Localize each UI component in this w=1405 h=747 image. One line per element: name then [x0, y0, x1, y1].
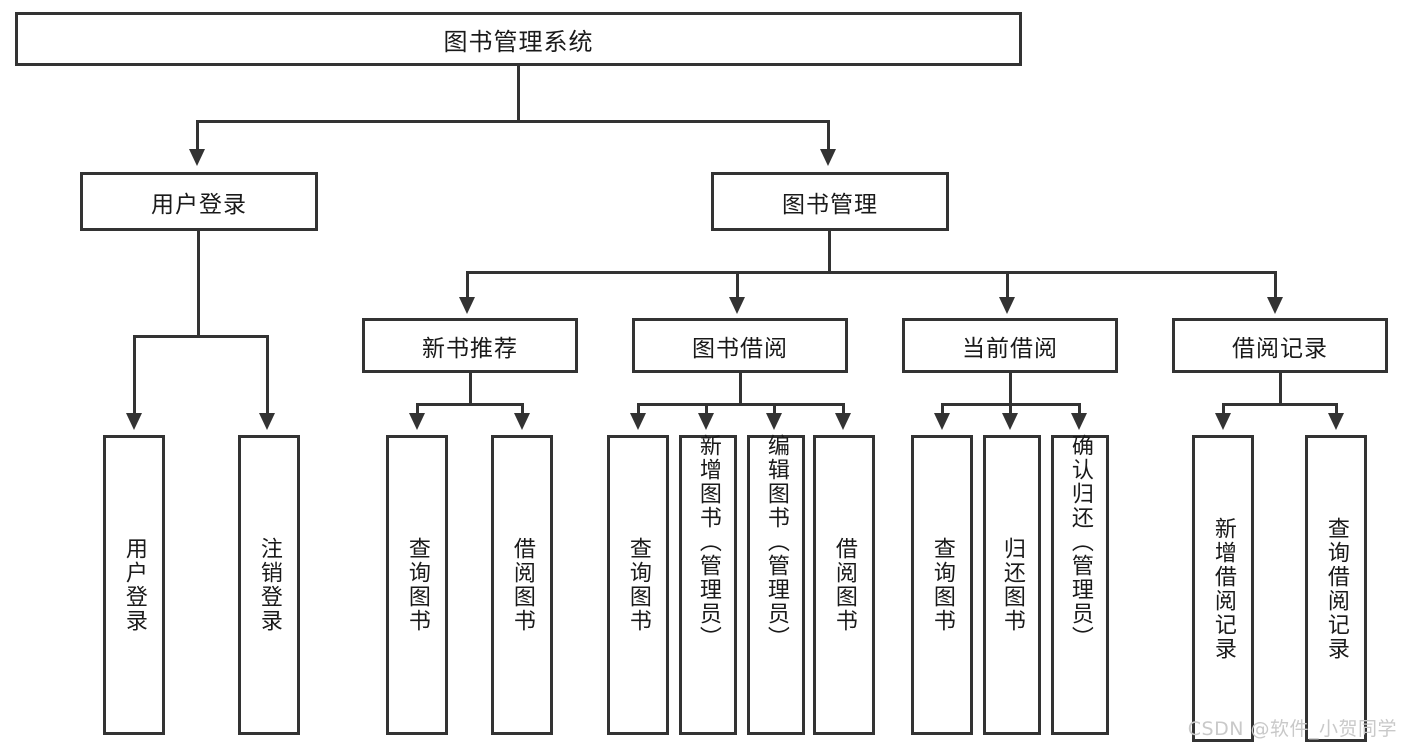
connector-user-login-bus — [133, 335, 266, 338]
connector-drop-cb-leaf-2 — [1009, 403, 1012, 415]
connector-drop-cb-leaf-1 — [941, 403, 944, 415]
connector-drop-cb-leaf-3 — [1078, 403, 1081, 415]
connector-drop-br-leaf-2 — [1335, 403, 1338, 415]
connector-new-book-recommend-stem — [469, 373, 472, 405]
connector-drop-new-book-recommend — [466, 271, 469, 299]
connector-user-login-stem — [197, 231, 200, 337]
leaf-cb-confirm-return-admin[interactable]: 确认归还（管理员） — [1051, 434, 1109, 735]
leaf-label: 注销登录 — [256, 537, 282, 633]
connector-drop-br-leaf-1 — [1222, 403, 1225, 415]
leaf-label: 借阅图书 — [831, 537, 857, 633]
leaf-cb-query-book[interactable]: 查询图书 — [911, 435, 973, 735]
node-current-borrow[interactable]: 当前借阅 — [902, 318, 1118, 373]
leaf-br-query-record[interactable]: 查询借阅记录 — [1305, 435, 1367, 742]
leaf-bb-query-book[interactable]: 查询图书 — [607, 435, 669, 735]
leaf-label: 查询图书 — [625, 537, 651, 633]
leaf-label: 归还图书 — [999, 537, 1025, 633]
leaf-cb-return-book[interactable]: 归还图书 — [983, 435, 1041, 735]
node-label: 图书管理 — [782, 191, 878, 218]
leaf-bb-add-book-admin[interactable]: 新增图书（管理员） — [679, 434, 737, 735]
arrowhead-bb-leaf-4 — [835, 413, 851, 430]
node-label: 图书借阅 — [692, 335, 788, 362]
leaf-label: 借阅图书 — [509, 537, 535, 633]
leaf-label: 查询图书 — [929, 537, 955, 633]
connector-drop-bb-leaf-2 — [705, 403, 708, 415]
arrowhead-bb-leaf-3 — [766, 413, 782, 430]
connector-drop-book-borrow — [736, 271, 739, 299]
arrowhead-leaf-user-login-1 — [126, 413, 142, 430]
node-root-book-management-system[interactable]: 图书管理系统 — [15, 12, 1022, 66]
connector-level2-bus — [196, 120, 830, 123]
arrowhead-user-login — [189, 149, 205, 166]
leaf-label: 查询图书 — [404, 537, 430, 633]
leaf-label: 确认归还（管理员） — [1067, 434, 1093, 650]
connector-borrow-record-bus — [1222, 403, 1338, 406]
arrowhead-nbr-leaf-1 — [409, 413, 425, 430]
leaf-label: 新增图书（管理员） — [695, 434, 721, 650]
arrowhead-cb-leaf-2 — [1002, 413, 1018, 430]
connector-level3-bus — [466, 271, 1277, 274]
leaf-label: 编辑图书（管理员） — [763, 434, 789, 650]
node-borrow-record[interactable]: 借阅记录 — [1172, 318, 1388, 373]
leaf-label: 查询借阅记录 — [1323, 516, 1349, 661]
connector-book-management-stem — [828, 231, 831, 273]
arrowhead-br-leaf-1 — [1215, 413, 1231, 430]
connector-current-borrow-stem — [1009, 373, 1012, 405]
arrowhead-leaf-user-login-2 — [259, 413, 275, 430]
arrowhead-br-leaf-2 — [1328, 413, 1344, 430]
node-new-book-recommend[interactable]: 新书推荐 — [362, 318, 578, 373]
arrowhead-cb-leaf-3 — [1071, 413, 1087, 430]
connector-borrow-record-stem — [1279, 373, 1282, 405]
connector-drop-borrow-record — [1274, 271, 1277, 299]
leaf-logout[interactable]: 注销登录 — [238, 435, 300, 735]
leaf-bb-borrow-book[interactable]: 借阅图书 — [813, 435, 875, 735]
connector-drop-nbr-leaf-1 — [416, 403, 419, 415]
connector-drop-current-borrow — [1006, 271, 1009, 299]
connector-drop-bb-leaf-1 — [637, 403, 640, 415]
arrowhead-new-book-recommend — [459, 297, 475, 314]
node-label: 新书推荐 — [422, 335, 518, 362]
connector-drop-user-login — [196, 120, 199, 151]
arrowhead-book-borrow — [729, 297, 745, 314]
leaf-nbr-borrow-book[interactable]: 借阅图书 — [491, 435, 553, 735]
watermark: CSDN @软件_小贺同学 — [1187, 718, 1397, 740]
node-book-borrow[interactable]: 图书借阅 — [632, 318, 848, 373]
connector-drop-leaf-user-login-2 — [266, 335, 269, 415]
connector-drop-nbr-leaf-2 — [521, 403, 524, 415]
connector-book-borrow-stem — [739, 373, 742, 405]
node-book-management[interactable]: 图书管理 — [711, 172, 949, 231]
connector-drop-bb-leaf-3 — [773, 403, 776, 415]
leaf-label: 用户登录 — [121, 537, 147, 633]
node-label: 当前借阅 — [962, 335, 1058, 362]
node-label: 借阅记录 — [1232, 335, 1328, 362]
arrowhead-cb-leaf-1 — [934, 413, 950, 430]
arrowhead-nbr-leaf-2 — [514, 413, 530, 430]
node-label: 用户登录 — [151, 191, 247, 218]
leaf-label: 新增借阅记录 — [1210, 516, 1236, 661]
leaf-br-add-record[interactable]: 新增借阅记录 — [1192, 435, 1254, 742]
node-label: 图书管理系统 — [443, 27, 594, 56]
arrowhead-bb-leaf-1 — [630, 413, 646, 430]
node-user-login[interactable]: 用户登录 — [80, 172, 318, 231]
connector-drop-bb-leaf-4 — [842, 403, 845, 415]
connector-drop-book-management — [827, 120, 830, 151]
connector-new-book-recommend-bus — [416, 403, 524, 406]
arrowhead-borrow-record — [1267, 297, 1283, 314]
leaf-bb-edit-book-admin[interactable]: 编辑图书（管理员） — [747, 434, 805, 735]
connector-book-borrow-bus — [637, 403, 845, 406]
arrowhead-current-borrow — [999, 297, 1015, 314]
arrowhead-bb-leaf-2 — [698, 413, 714, 430]
arrowhead-book-management — [820, 149, 836, 166]
connector-drop-leaf-user-login-1 — [133, 335, 136, 415]
leaf-nbr-query-book[interactable]: 查询图书 — [386, 435, 448, 735]
connector-root-stem — [517, 66, 520, 122]
leaf-user-login[interactable]: 用户登录 — [103, 435, 165, 735]
